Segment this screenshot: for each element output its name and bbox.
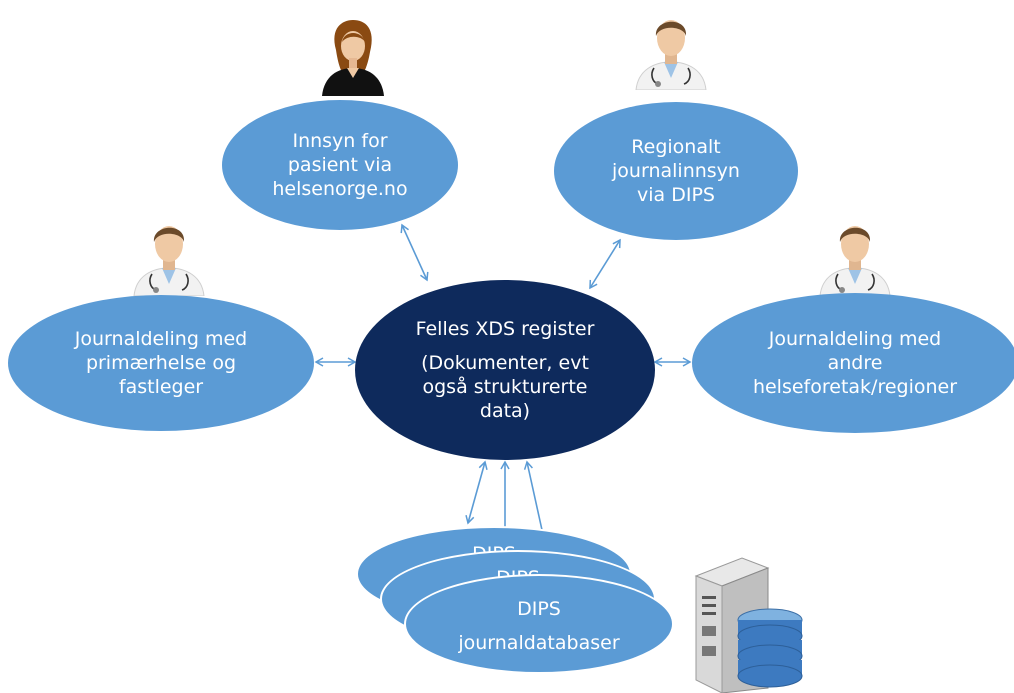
node-line: helsenorge.no [272, 178, 408, 200]
arrow-db-center-3 [523, 460, 543, 531]
node-regional-access: Regionalt journalinnsyn via DIPS [554, 102, 798, 240]
database-label: DIPS [517, 598, 561, 620]
node-line: (Dokumenter, evt [421, 352, 589, 374]
node-line: primærhelse og [85, 352, 237, 374]
node-patient-access: Innsyn for pasient via helsenorge.no [222, 100, 458, 230]
node-line: Journaldeling med [74, 328, 248, 350]
arrow-db-center-1 [465, 460, 488, 525]
node-line: Regionalt [631, 136, 721, 158]
arrow-patient-center [400, 223, 429, 282]
node-other-sharing: Journaldeling med andre helseforetak/reg… [692, 293, 1014, 433]
node-primary-sharing: Journaldeling med primærhelse og fastleg… [8, 295, 314, 431]
node-line: helseforetak/regioner [752, 376, 958, 398]
arrow-regional-center [589, 238, 621, 290]
node-title: Felles XDS register [415, 318, 595, 340]
node-line: via DIPS [637, 184, 715, 206]
database-node-front: DIPS journaldatabaser [404, 574, 674, 674]
node-line: pasient via [287, 154, 393, 176]
doctor-icon [819, 226, 891, 296]
node-xds-register: Felles XDS register (Dokumenter, evt ogs… [355, 280, 655, 460]
node-line: data) [479, 400, 531, 422]
node-line: andre [827, 352, 883, 374]
node-line: Journaldeling med [768, 328, 942, 350]
doctor-icon [635, 20, 707, 90]
node-line: fastleger [118, 376, 204, 398]
database-label: journaldatabaser [458, 632, 620, 654]
server-database-icon [694, 557, 803, 693]
female-patient-icon [322, 20, 384, 96]
node-line: også strukturerte [422, 376, 588, 398]
doctor-icon [133, 226, 205, 296]
node-line: journalinnsyn [612, 160, 740, 182]
node-line: Innsyn for [292, 130, 388, 152]
